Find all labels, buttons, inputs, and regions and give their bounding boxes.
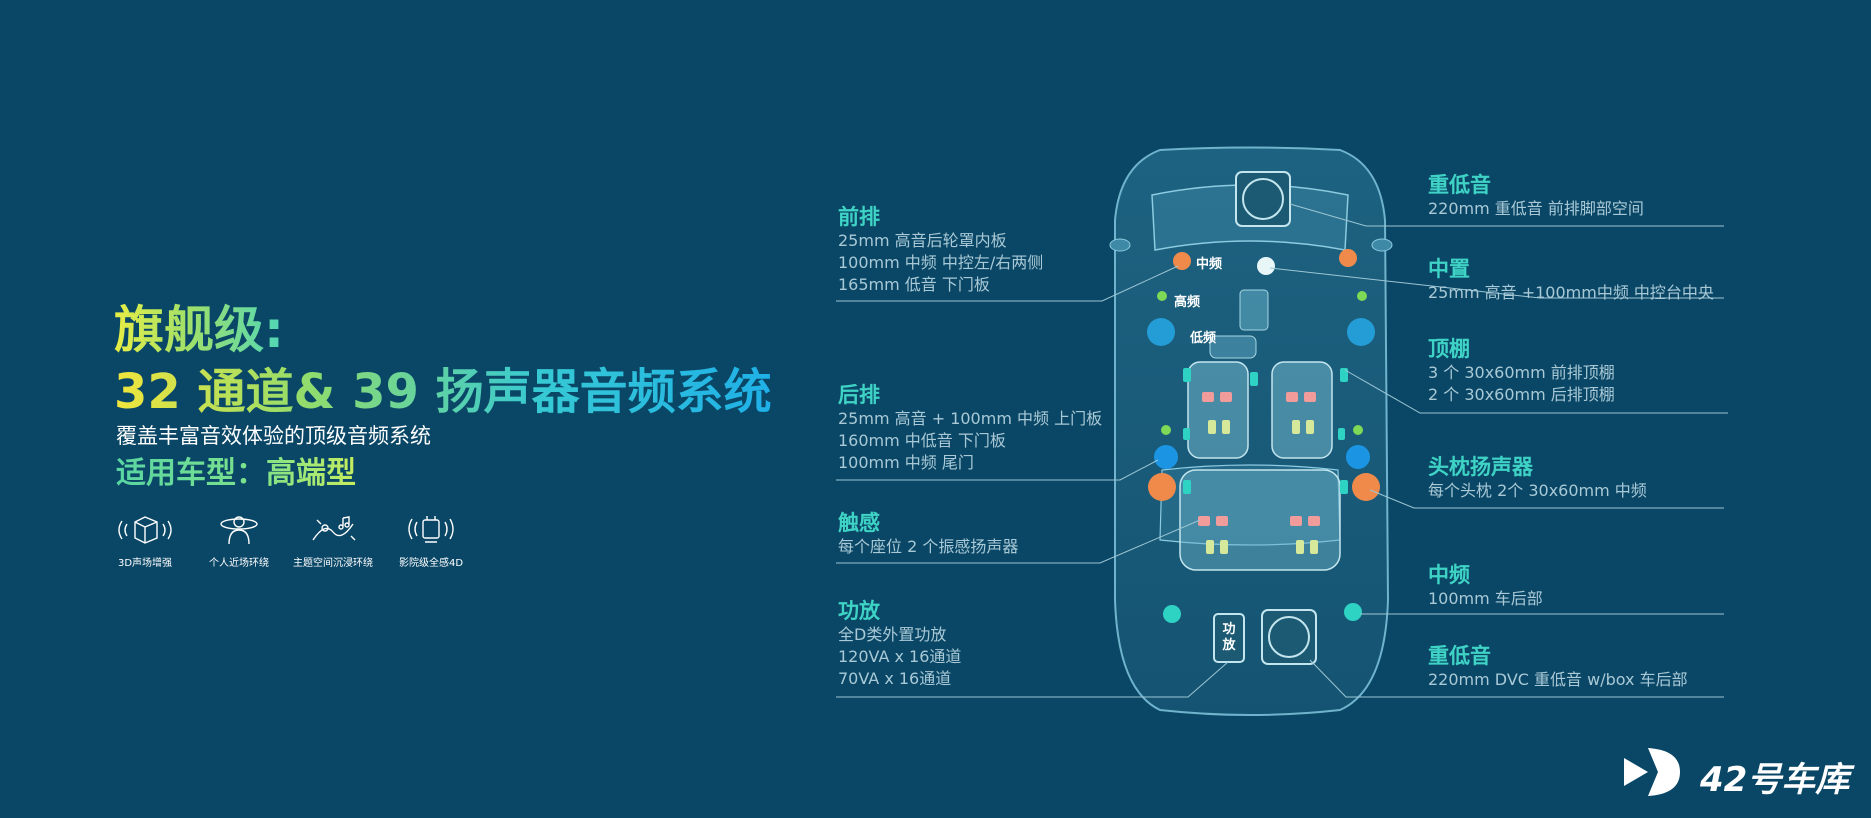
rear-left-tweeter bbox=[1161, 425, 1171, 435]
label-headrest: 头枕扬声器 每个头枕 2个 30x60mm 中频 bbox=[1428, 454, 1647, 502]
rear-left-mid-speaker bbox=[1148, 473, 1176, 501]
roof-speakers bbox=[1183, 368, 1348, 494]
label-line: 220mm 重低音 前排脚部空间 bbox=[1428, 199, 1644, 218]
label-title: 触感 bbox=[838, 511, 880, 535]
label-amplifier: 功放 全D类外置功放 120VA x 16通道 70VA x 16通道 bbox=[838, 598, 961, 690]
headline-line2: 32 通道& 39 扬声器音频系统 bbox=[114, 364, 772, 420]
car-label-amp: 功放 bbox=[1222, 622, 1236, 653]
car-label-mid: 中频 bbox=[1196, 257, 1223, 272]
label-title: 中置 bbox=[1428, 257, 1470, 281]
label-line: 25mm 高音后轮罩内板 bbox=[838, 231, 1007, 250]
leader-lines bbox=[836, 203, 1728, 698]
rear-right-tweeter bbox=[1353, 425, 1363, 435]
label-front-row: 前排 25mm 高音后轮罩内板 100mm 中频 中控左/右两侧 165mm 低… bbox=[838, 204, 1043, 296]
personal-surround-icon bbox=[220, 516, 258, 545]
brand-logo-text: 42号车库 bbox=[1700, 760, 1850, 800]
label-haptic: 触感 每个座位 2 个振感扬声器 bbox=[838, 510, 1018, 558]
gear-shifter bbox=[1209, 335, 1257, 359]
label-line: 160mm 中低音 下门板 bbox=[838, 431, 1006, 450]
label-center: 中置 25mm 高音 +100mm中频 中控台中央 bbox=[1428, 256, 1714, 304]
front-left-seat bbox=[1187, 361, 1249, 459]
label-line: 165mm 低音 下门板 bbox=[838, 275, 990, 294]
rear-left-woofer bbox=[1154, 445, 1178, 469]
feature-label: 3D声场增强 bbox=[117, 558, 173, 569]
label-roof: 顶棚 3 个 30x60mm 前排顶棚 2 个 30x60mm 后排顶棚 bbox=[1428, 336, 1615, 406]
front-left-mid-speaker bbox=[1173, 252, 1191, 270]
label-title: 前排 bbox=[838, 205, 880, 229]
label-title: 后排 bbox=[838, 383, 880, 407]
feature-personal-surround: 个人近场环绕 bbox=[184, 512, 294, 569]
rear-right-mid-speaker bbox=[1352, 473, 1380, 501]
label-line: 2 个 30x60mm 后排顶棚 bbox=[1428, 385, 1615, 404]
left-mirror bbox=[1109, 238, 1131, 252]
label-line: 70VA x 16通道 bbox=[838, 669, 952, 688]
rear-right-cyan-speaker bbox=[1344, 603, 1362, 621]
label-line: 全D类外置功放 bbox=[838, 625, 947, 644]
label-line: 每个头枕 2个 30x60mm 中频 bbox=[1428, 481, 1647, 500]
car-body-outline bbox=[1114, 146, 1390, 716]
rear-subwoofer bbox=[1261, 609, 1317, 665]
label-line: 100mm 车后部 bbox=[1428, 589, 1543, 608]
headline-subtitle: 覆盖丰富音效体验的顶级音频系统 bbox=[116, 424, 431, 448]
label-title: 顶棚 bbox=[1428, 337, 1470, 361]
cinema-4d-icon bbox=[408, 516, 454, 543]
headline-line1: 旗舰级: bbox=[114, 301, 284, 359]
front-left-tweeter bbox=[1157, 291, 1167, 301]
label-title: 中频 bbox=[1428, 563, 1470, 587]
center-speaker bbox=[1257, 257, 1275, 275]
haptic-pads bbox=[1198, 392, 1320, 526]
center-console bbox=[1239, 289, 1269, 331]
feature-3d-sound: 3D声场增强 bbox=[90, 512, 200, 569]
label-title: 重低音 bbox=[1428, 173, 1491, 197]
front-right-tweeter bbox=[1357, 291, 1367, 301]
front-left-woofer bbox=[1147, 318, 1175, 346]
label-title: 功放 bbox=[838, 599, 880, 623]
label-line: 25mm 高音 +100mm中频 中控台中央 bbox=[1428, 283, 1714, 302]
label-line: 25mm 高音 + 100mm 中频 上门板 bbox=[838, 409, 1103, 428]
3d-sound-cube-icon bbox=[118, 516, 172, 544]
label-line: 每个座位 2 个振感扬声器 bbox=[838, 537, 1019, 556]
label-rear-subwoofer: 重低音 220mm DVC 重低音 w/box 车后部 bbox=[1428, 643, 1688, 691]
car-label-low: 低频 bbox=[1190, 331, 1217, 346]
front-subwoofer bbox=[1235, 171, 1291, 227]
label-title: 头枕扬声器 bbox=[1428, 455, 1533, 479]
rear-left-cyan-speaker bbox=[1163, 605, 1181, 623]
label-rear-mid: 中频 100mm 车后部 bbox=[1428, 562, 1543, 610]
car-label-high: 高频 bbox=[1174, 295, 1201, 310]
headrest-speakers bbox=[1206, 420, 1318, 554]
garage-logo-icon bbox=[1624, 748, 1680, 796]
label-line: 120VA x 16通道 bbox=[838, 647, 962, 666]
label-line: 100mm 中频 中控左/右两侧 bbox=[838, 253, 1044, 272]
amplifier-box bbox=[1213, 613, 1245, 663]
label-rear-row: 后排 25mm 高音 + 100mm 中频 上门板 160mm 中低音 下门板 … bbox=[838, 382, 1102, 474]
feature-label: 影院级全感4D bbox=[398, 558, 464, 569]
feature-label: 主题空间沉浸环绕 bbox=[293, 558, 373, 569]
label-front-subwoofer: 重低音 220mm 重低音 前排脚部空间 bbox=[1428, 172, 1644, 220]
front-right-seat bbox=[1271, 361, 1333, 459]
rear-right-woofer bbox=[1346, 445, 1370, 469]
label-line: 220mm DVC 重低音 w/box 车后部 bbox=[1428, 670, 1688, 689]
label-line: 100mm 中频 尾门 bbox=[838, 453, 974, 472]
feature-label: 个人近场环绕 bbox=[209, 558, 269, 569]
applicable-models: 适用车型：高端型 bbox=[116, 454, 356, 494]
right-mirror bbox=[1371, 238, 1393, 252]
front-right-woofer bbox=[1347, 318, 1375, 346]
feature-cinema-4d: 影院级全感4D bbox=[376, 512, 486, 569]
label-title: 重低音 bbox=[1428, 644, 1491, 668]
feature-immersive-space: 主题空间沉浸环绕 bbox=[278, 512, 388, 569]
front-right-mid-speaker bbox=[1339, 249, 1357, 267]
immersive-space-icon bbox=[312, 516, 356, 541]
label-line: 3 个 30x60mm 前排顶棚 bbox=[1428, 363, 1615, 382]
